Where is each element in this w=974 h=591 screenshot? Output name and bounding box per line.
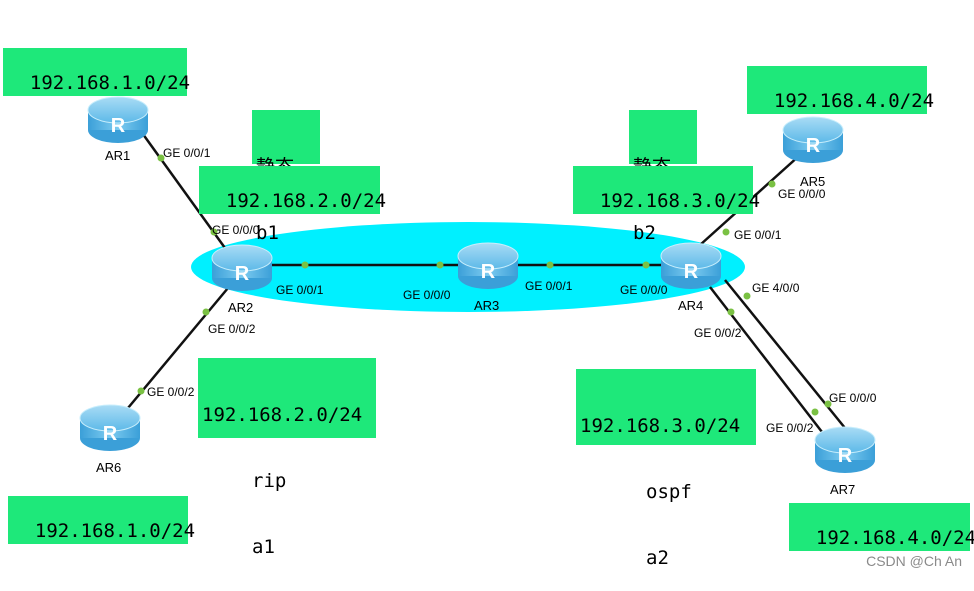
router-ar1[interactable]: R bbox=[87, 96, 149, 143]
device-label-ar4: AR4 bbox=[678, 298, 703, 313]
port-label-ar4-g002: GE 0/0/2 bbox=[694, 326, 742, 340]
router-ar5[interactable]: R bbox=[782, 116, 844, 163]
router-ar7[interactable]: R bbox=[814, 426, 876, 473]
port-label-ar4-g000: GE 0/0/0 bbox=[620, 283, 668, 297]
router-ar2-glyph: R bbox=[235, 263, 250, 285]
router-ar4-glyph: R bbox=[684, 261, 699, 283]
port-label-ar1-g001: GE 0/0/1 bbox=[163, 146, 211, 160]
port-label-ar7-g000: GE 0/0/0 bbox=[829, 391, 877, 405]
device-label-ar2: AR2 bbox=[228, 300, 253, 315]
port-label-ar3-g000: GE 0/0/0 bbox=[403, 288, 451, 302]
router-ar6-glyph: R bbox=[103, 423, 118, 445]
dot-ar4-g001 bbox=[722, 228, 730, 236]
network-label-static-right: 192.168.3.0/24 bbox=[573, 166, 760, 214]
network-label-ar1: 192.168.1.0/24 bbox=[3, 48, 191, 96]
port-label-ar6-g002: GE 0/0/2 bbox=[147, 385, 195, 399]
device-label-ar3: AR3 bbox=[474, 298, 499, 313]
dot-ar1-g001 bbox=[157, 154, 165, 162]
router-ar2[interactable]: R bbox=[211, 244, 273, 291]
rip-block-id: a1 bbox=[252, 536, 275, 558]
device-label-ar1: AR1 bbox=[105, 148, 130, 163]
network-label-static-left-text: 192.168.2.0/24 bbox=[225, 190, 387, 212]
device-label-ar5: AR5 bbox=[800, 174, 825, 189]
ospf-block-network: 192.168.3.0/24 bbox=[580, 415, 741, 437]
dot-ar4-g000 bbox=[642, 261, 650, 269]
port-label-ar7-g002: GE 0/0/2 bbox=[766, 421, 814, 435]
dot-ar6-g002 bbox=[137, 387, 145, 395]
rip-block-network: 192.168.2.0/24 bbox=[202, 404, 363, 426]
static-route-label-left: 静态 b1 bbox=[252, 110, 320, 244]
dot-ar3-g001 bbox=[546, 261, 554, 269]
dot-ar7-g000 bbox=[824, 400, 832, 408]
watermark: CSDN @Ch An bbox=[866, 553, 962, 569]
network-label-ar6-text: 192.168.1.0/24 bbox=[34, 520, 196, 542]
network-label-ar6: 192.168.1.0/24 bbox=[8, 496, 195, 544]
port-label-ar4-g400: GE 4/0/0 bbox=[752, 281, 800, 295]
device-label-ar6: AR6 bbox=[96, 460, 121, 475]
static-route-label-right: 静态 b2 bbox=[629, 110, 697, 244]
dot-ar2-g000 bbox=[210, 228, 218, 236]
dot-ar7-g002 bbox=[811, 408, 819, 416]
port-label-ar2-g002: GE 0/0/2 bbox=[208, 322, 256, 336]
rip-block-protocol: rip bbox=[252, 470, 287, 492]
link-ar1-ar2 bbox=[138, 129, 227, 249]
dot-ar2-g001 bbox=[301, 261, 309, 269]
dot-ar5-g000 bbox=[768, 180, 776, 188]
network-label-ar1-text: 192.168.1.0/24 bbox=[29, 72, 191, 94]
ospf-block-id: a2 bbox=[646, 547, 669, 569]
router-ar5-glyph: R bbox=[806, 135, 821, 157]
ospf-label-block: 192.168.3.0/24 ospf a2 bbox=[576, 369, 756, 569]
network-label-static-left: 192.168.2.0/24 bbox=[199, 166, 386, 214]
network-label-ar5-text: 192.168.4.0/24 bbox=[773, 90, 935, 112]
ospf-block-protocol: ospf bbox=[646, 481, 692, 503]
network-label-ar7-text: 192.168.4.0/24 bbox=[815, 527, 974, 549]
network-label-ar5: 192.168.4.0/24 bbox=[747, 66, 934, 114]
dot-ar4-g400 bbox=[743, 292, 751, 300]
topology-diagram: R R R R R R R AR1 AR2 AR3 AR4 AR5 bbox=[79, 96, 877, 497]
network-label-static-right-text: 192.168.3.0/24 bbox=[599, 190, 761, 212]
dot-ar4-g002 bbox=[727, 308, 735, 316]
port-label-ar3-g001: GE 0/0/1 bbox=[525, 279, 573, 293]
port-dots bbox=[137, 154, 832, 416]
dot-ar3-g000 bbox=[436, 261, 444, 269]
router-ar4[interactable]: R bbox=[660, 242, 722, 289]
network-label-ar7: 192.168.4.0/24 bbox=[789, 503, 974, 551]
port-label-ar5-g000: GE 0/0/0 bbox=[778, 187, 826, 201]
router-ar7-glyph: R bbox=[838, 445, 853, 467]
router-ar3[interactable]: R bbox=[457, 242, 519, 289]
router-ar1-glyph: R bbox=[111, 115, 126, 137]
static-route-right-line-2: b2 bbox=[633, 222, 656, 244]
device-label-ar7: AR7 bbox=[830, 482, 855, 497]
static-route-left-line-2: b1 bbox=[256, 222, 279, 244]
dot-ar2-g002 bbox=[202, 308, 210, 316]
port-label-ar2-g001: GE 0/0/1 bbox=[276, 283, 324, 297]
rip-label-block: 192.168.2.0/24 rip a1 bbox=[198, 358, 376, 558]
router-ar6[interactable]: R bbox=[79, 404, 141, 451]
router-ar3-glyph: R bbox=[481, 261, 496, 283]
link-ar2-ar6 bbox=[127, 287, 229, 409]
port-label-ar4-g001: GE 0/0/1 bbox=[734, 228, 782, 242]
port-label-ar2-g000: GE 0/0/0 bbox=[212, 223, 260, 237]
